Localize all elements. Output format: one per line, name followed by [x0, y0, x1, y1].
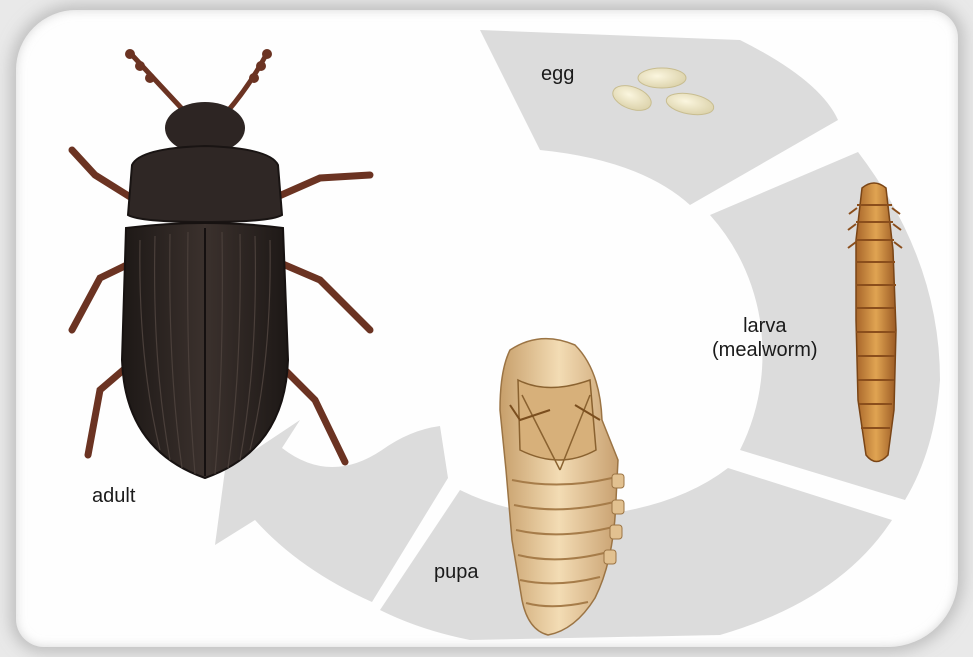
adult-label: adult [92, 484, 135, 508]
arrow-segment-egg [480, 30, 838, 205]
egg-1 [638, 68, 686, 88]
egg-label: egg [541, 62, 574, 86]
arrow-segment-pupa [380, 468, 892, 640]
larva-sublabel: (mealworm) [712, 338, 818, 362]
adult-beetle-illustration [72, 49, 370, 478]
larva-label-group: larva (mealworm) [712, 314, 818, 362]
larva-label: larva [743, 315, 786, 337]
pupa-label: pupa [434, 560, 479, 584]
